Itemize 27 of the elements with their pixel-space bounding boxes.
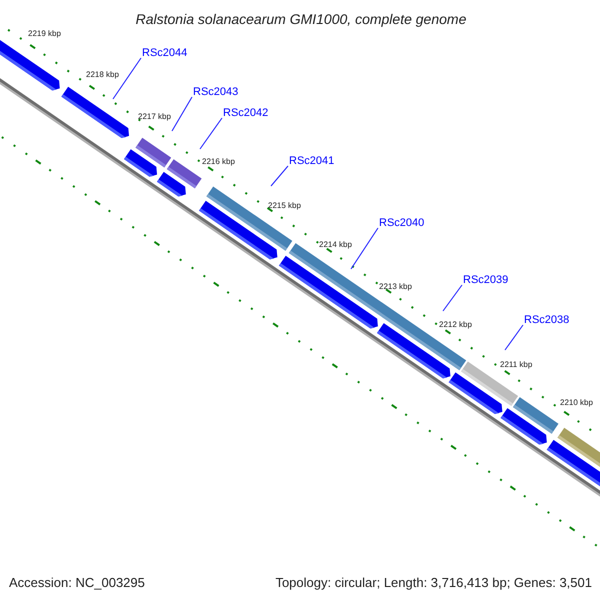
scale-label: 2216 kbp <box>202 157 235 166</box>
gene-label: RSc2044 <box>142 47 188 59</box>
scale-label: 2213 kbp <box>379 282 412 291</box>
gene-label: RSc2043 <box>193 86 238 98</box>
leader-line <box>200 118 222 150</box>
gene-label: RSc2040 <box>379 217 424 229</box>
accession-text: Accession: NC_003295 <box>9 574 145 592</box>
genome-stats-text: Topology: circular; Length: 3,716,413 bp; Genes: 3,501 <box>275 574 592 592</box>
leader-line <box>504 324 524 350</box>
leader-line <box>112 58 142 100</box>
scale-label: 2210 kbp <box>560 398 593 407</box>
gene-label: RSc2039 <box>463 274 508 286</box>
scale-label: 2214 kbp <box>319 240 352 249</box>
gene-label: RSc2041 <box>289 155 334 167</box>
gene-label: RSc2038 <box>524 314 570 326</box>
scale-label: 2212 kbp <box>439 320 472 329</box>
leader-line <box>270 166 288 186</box>
leader-line <box>350 228 378 270</box>
scale-label: 2211 kbp <box>500 360 532 369</box>
title: Ralstonia solanacearum GMI1000, complete genome <box>134 10 468 29</box>
scale-label: 2217 kbp <box>138 112 171 121</box>
leader-line <box>172 96 192 132</box>
scale-label: 2215 kbp <box>268 201 301 210</box>
scale-label: 2218 kbp <box>86 70 119 79</box>
leader-line <box>442 284 462 312</box>
scale-label: 2219 kbp <box>28 29 61 38</box>
gene-label: RSc2042 <box>223 107 268 119</box>
